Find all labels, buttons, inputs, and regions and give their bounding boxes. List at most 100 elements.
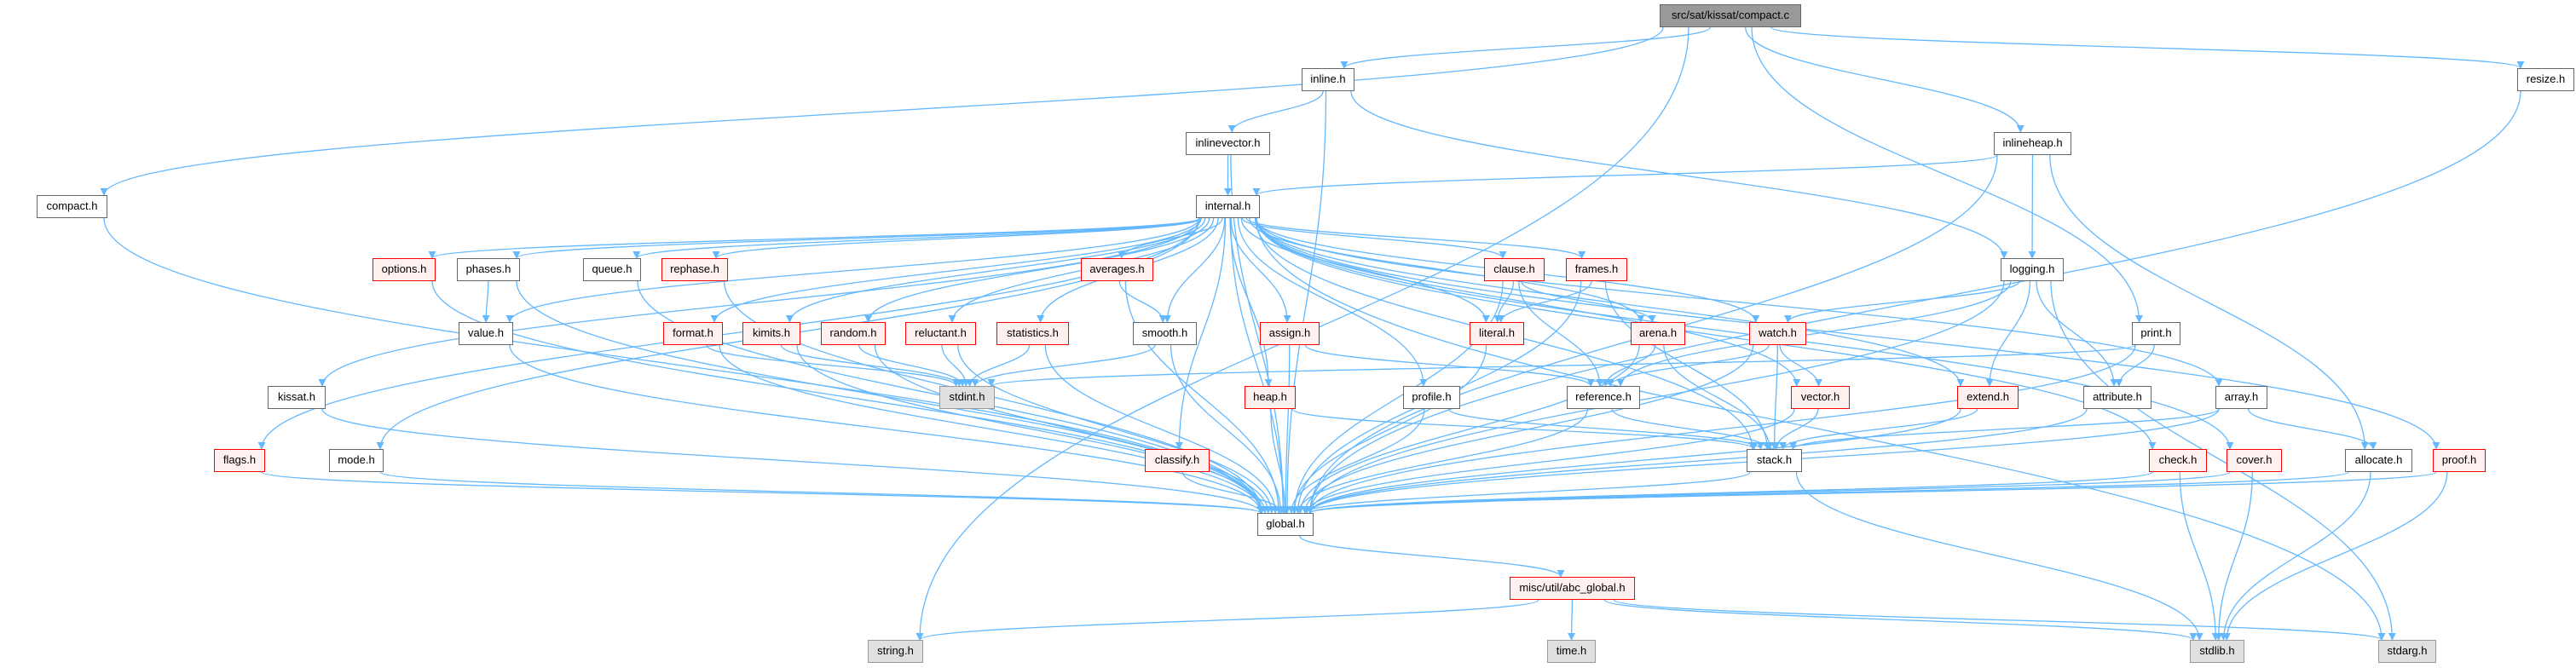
node-phases[interactable]: phases.h: [457, 258, 520, 281]
node-options[interactable]: options.h: [373, 258, 436, 281]
node-smooth[interactable]: smooth.h: [1133, 322, 1197, 345]
node-allocate[interactable]: allocate.h: [2345, 449, 2412, 472]
node-abc-global[interactable]: misc/util/abc_global.h: [1510, 577, 1635, 600]
edge-internal-to-classify: [1175, 217, 1227, 450]
node-literal[interactable]: literal.h: [1470, 322, 1524, 345]
edge-reference-to-stack: [1611, 408, 1771, 450]
edge-arena-to-stack: [1663, 344, 1774, 450]
node-reference[interactable]: reference.h: [1567, 386, 1640, 409]
edge-random-to-stdint: [858, 344, 967, 387]
edge-logging-to-reference: [1616, 280, 2012, 387]
edge-internal-to-queue: [632, 217, 1200, 259]
edge-print-to-global: [1306, 344, 2136, 514]
edge-internal-to-value: [505, 217, 1200, 323]
node-stdint: stdint.h: [939, 386, 995, 409]
edge-logging-to-global: [1306, 280, 2005, 514]
edge-reluctant-to-stdint: [941, 344, 970, 387]
edge-smooth-to-global: [1170, 344, 1285, 514]
node-inline[interactable]: inline.h: [1302, 68, 1354, 91]
edge-classify-to-global: [1181, 471, 1285, 514]
edge-arena-to-global: [1296, 344, 1640, 514]
edge-inlineheap-to-internal: [1252, 154, 1998, 196]
edge-stack-to-global: [1301, 471, 1751, 514]
node-stack[interactable]: stack.h: [1747, 449, 1802, 472]
edge-phases-to-global: [516, 280, 1265, 514]
node-reluctant[interactable]: reluctant.h: [905, 322, 976, 345]
node-clause[interactable]: clause.h: [1484, 258, 1545, 281]
edge-abc_global-to-stdlib: [1603, 599, 2198, 641]
node-value[interactable]: value.h: [459, 322, 513, 345]
node-classify[interactable]: classify.h: [1145, 449, 1210, 472]
edge-reference-to-global: [1294, 408, 1588, 514]
node-profile[interactable]: profile.h: [1403, 386, 1460, 409]
edge-phases-to-value: [482, 280, 490, 323]
node-random[interactable]: random.h: [821, 322, 886, 345]
node-extend[interactable]: extend.h: [1957, 386, 2019, 409]
edge-proof-to-stdlib: [2222, 471, 2448, 641]
node-kimits[interactable]: kimits.h: [742, 322, 800, 345]
node-heap[interactable]: heap.h: [1245, 386, 1296, 409]
edge-options-to-global: [431, 280, 1265, 514]
edge-array-to-stack: [1789, 408, 2220, 450]
node-attribute[interactable]: attribute.h: [2083, 386, 2151, 409]
edge-internal-to-phases: [512, 217, 1200, 259]
edge-value-to-global: [509, 344, 1265, 514]
node-resize[interactable]: resize.h: [2517, 68, 2574, 91]
edge-watch-to-reference: [1606, 344, 1770, 387]
edge-internal-to-proof: [1256, 217, 2440, 450]
node-vector[interactable]: vector.h: [1791, 386, 1850, 409]
node-array[interactable]: array.h: [2215, 386, 2267, 409]
node-kissat[interactable]: kissat.h: [268, 386, 326, 409]
edge-cover-to-global: [1306, 471, 2231, 514]
edge-cover-to-stdlib: [2215, 471, 2253, 641]
edge-inline-to-inlinevector: [1227, 90, 1324, 133]
node-assign[interactable]: assign.h: [1260, 322, 1320, 345]
edge-inlineheap-to-allocate: [2049, 154, 2369, 450]
node-statistics[interactable]: statistics.h: [996, 322, 1069, 345]
node-queue[interactable]: queue.h: [583, 258, 641, 281]
node-check[interactable]: check.h: [2149, 449, 2207, 472]
node-logging[interactable]: logging.h: [2001, 258, 2064, 281]
edge-random-to-global: [874, 344, 1273, 514]
node-format[interactable]: format.h: [663, 322, 723, 345]
edge-smooth-to-stdint: [971, 344, 1156, 387]
edge-resize-to-global: [1306, 90, 2521, 514]
edge-statistics-to-stdint: [966, 344, 1031, 387]
node-averages[interactable]: averages.h: [1081, 258, 1153, 281]
node-proof[interactable]: proof.h: [2433, 449, 2486, 472]
edge-inline-to-logging: [1350, 90, 2008, 259]
edge-root-to-inline: [1340, 26, 1712, 69]
node-string: string.h: [868, 640, 923, 663]
node-print[interactable]: print.h: [2132, 322, 2180, 345]
edge-literal-to-global: [1290, 344, 1487, 514]
node-inlinevector[interactable]: inlinevector.h: [1186, 132, 1270, 155]
edge-format-to-stdint: [706, 344, 961, 387]
edge-internal-to-stdarg: [1256, 217, 2386, 641]
edge-frames-to-literal: [1497, 280, 1592, 323]
edge-profile-to-stack: [1447, 408, 1765, 450]
edge-kimits-to-stdint: [780, 344, 963, 387]
node-internal[interactable]: internal.h: [1196, 195, 1260, 218]
edge-watch-to-stack: [1770, 344, 1779, 450]
node-global[interactable]: global.h: [1257, 513, 1314, 536]
node-arena[interactable]: arena.h: [1631, 322, 1685, 345]
node-root: src/sat/kissat/compact.c: [1660, 4, 1801, 27]
node-watch[interactable]: watch.h: [1749, 322, 1806, 345]
edge-vector-to-global: [1302, 408, 1795, 514]
edge-internal-to-profile: [1237, 217, 1428, 387]
node-rephase[interactable]: rephase.h: [661, 258, 728, 281]
node-frames[interactable]: frames.h: [1566, 258, 1627, 281]
edge-root-to-compact: [100, 26, 1664, 196]
node-inlineheap[interactable]: inlineheap.h: [1994, 132, 2071, 155]
node-cover[interactable]: cover.h: [2227, 449, 2282, 472]
node-flags[interactable]: flags.h: [214, 449, 265, 472]
edge-frames-to-stack: [1604, 280, 1771, 450]
edge-internal-to-extend: [1256, 217, 1965, 387]
edge-watch-to-vector: [1779, 344, 1823, 387]
edge-kissat-to-global: [321, 408, 1265, 514]
node-mode[interactable]: mode.h: [329, 449, 384, 472]
edge-clause-to-reference: [1518, 280, 1604, 387]
edge-logging-to-stdarg: [2050, 280, 2396, 641]
node-compact[interactable]: compact.h: [37, 195, 107, 218]
